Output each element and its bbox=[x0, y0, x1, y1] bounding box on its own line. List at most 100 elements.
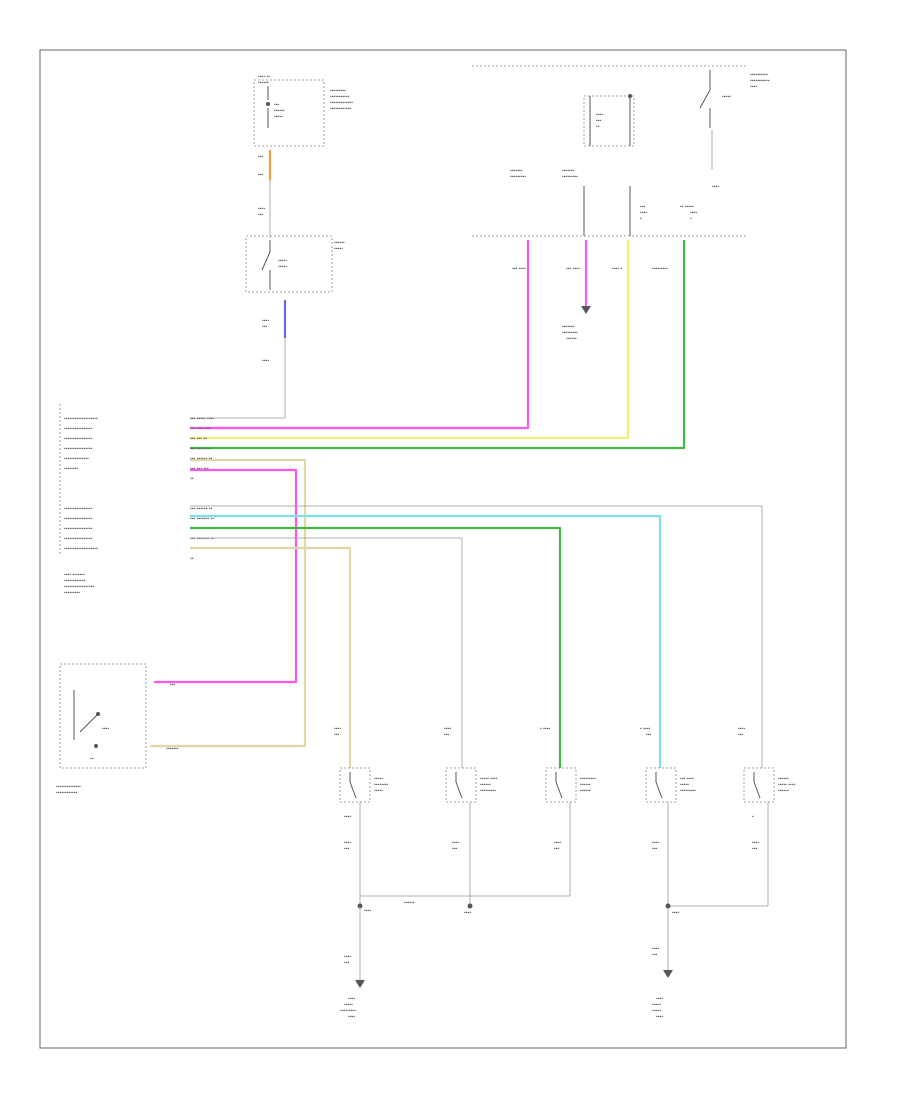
svg-text:▪▪▪▪: ▪▪▪▪ bbox=[738, 726, 745, 732]
svg-text:▪▪▪▪: ▪▪▪▪ bbox=[652, 946, 659, 952]
svg-text:▪▪▪▪: ▪▪▪▪ bbox=[640, 210, 647, 216]
svg-text:▪▪▪▪: ▪▪▪▪ bbox=[262, 318, 269, 324]
svg-text:▪▪: ▪▪ bbox=[190, 556, 194, 562]
door-switch-passenger: ▪ ▪▪▪▪ ▪▪▪▪▪▪▪▪▪ ▪▪▪▪▪▪ ▪▪▪▪▪▪ ▪▪▪▪ ▪▪▪ bbox=[540, 726, 596, 896]
svg-text:▪▪▪▪▪▪▪▪▪: ▪▪▪▪▪▪▪▪▪ bbox=[580, 776, 596, 782]
svg-text:▪▪▪▪: ▪▪▪▪ bbox=[344, 814, 351, 820]
svg-text:▪▪▪▪▪▪▪▪▪: ▪▪▪▪▪▪▪▪▪ bbox=[562, 174, 578, 180]
wire-gray-liftgate bbox=[190, 505, 763, 768]
svg-text:▪▪▪▪ ▪: ▪▪▪▪ ▪ bbox=[612, 266, 622, 272]
svg-text:▪▪▪▪▪: ▪▪▪▪▪ bbox=[278, 258, 287, 264]
svg-text:▪▪▪ ▪▪▪ ▪▪▪: ▪▪▪ ▪▪▪ ▪▪▪ bbox=[190, 466, 209, 472]
svg-text:▪▪▪▪▪▪▪▪▪▪▪: ▪▪▪▪▪▪▪▪▪▪▪ bbox=[750, 78, 770, 84]
svg-text:▪▪▪▪▪▪▪▪: ▪▪▪▪▪▪▪▪ bbox=[374, 782, 388, 788]
svg-text:▪▪▪ ▪▪▪▪: ▪▪▪ ▪▪▪▪ bbox=[680, 776, 694, 782]
svg-text:▪▪▪▪: ▪▪▪▪ bbox=[348, 1014, 355, 1020]
svg-text:▪▪▪▪▪▪▪: ▪▪▪▪▪▪▪ bbox=[166, 746, 179, 752]
svg-text:▪▪▪▪▪: ▪▪▪▪▪ bbox=[278, 264, 287, 270]
svg-text:▪▪▪▪▪▪: ▪▪▪▪▪▪ bbox=[274, 108, 285, 114]
svg-text:▪▪▪▪▪▪▪▪▪▪▪▪▪▪▪▪: ▪▪▪▪▪▪▪▪▪▪▪▪▪▪▪▪ bbox=[64, 446, 93, 452]
svg-text:▪▪▪▪▪: ▪▪▪▪▪ bbox=[652, 1002, 661, 1008]
svg-text:▪▪▪▪▪▪▪▪▪▪▪▪▪: ▪▪▪▪▪▪▪▪▪▪▪▪▪ bbox=[330, 100, 353, 106]
svg-text:▪▪▪▪: ▪▪▪▪ bbox=[452, 840, 459, 846]
svg-text:▪▪▪▪▪▪▪▪▪: ▪▪▪▪▪▪▪▪▪ bbox=[64, 590, 80, 596]
svg-text:▪▪▪▪: ▪▪▪▪ bbox=[334, 726, 341, 732]
svg-text:▪▪▪▪▪▪: ▪▪▪▪▪▪ bbox=[334, 240, 345, 246]
door-switch-rf: ▪▪▪▪ ▪▪▪ ▪▪▪▪▪ ▪▪▪▪ ▪▪▪▪▪▪ ▪▪▪▪▪▪▪▪▪ ▪▪▪… bbox=[444, 726, 498, 906]
svg-text:▪▪▪▪ ▪▪▪▪▪▪▪: ▪▪▪▪ ▪▪▪▪▪▪▪ bbox=[64, 572, 85, 578]
svg-text:▪▪▪▪: ▪▪▪▪ bbox=[554, 840, 561, 846]
svg-text:▪ ▪▪▪▪: ▪ ▪▪▪▪ bbox=[540, 726, 550, 732]
svg-text:▪▪▪▪▪▪▪▪▪▪▪▪▪▪▪▪: ▪▪▪▪▪▪▪▪▪▪▪▪▪▪▪▪ bbox=[64, 506, 93, 512]
svg-text:▪▪▪: ▪▪▪ bbox=[738, 732, 744, 738]
svg-text:▪▪▪ ▪▪▪▪▪▪▪ ▪▪: ▪▪▪ ▪▪▪▪▪▪▪ ▪▪ bbox=[190, 516, 214, 522]
svg-text:▪▪▪▪▪: ▪▪▪▪▪ bbox=[722, 94, 731, 100]
svg-text:▪▪▪▪: ▪▪▪▪ bbox=[102, 726, 109, 732]
svg-text:▪▪▪ ▪▪▪▪▪▪ ▪▪: ▪▪▪ ▪▪▪▪▪▪ ▪▪ bbox=[190, 456, 213, 462]
svg-text:▪▪▪▪▪▪▪▪▪: ▪▪▪▪▪▪▪▪▪ bbox=[562, 330, 578, 336]
svg-text:▪▪▪: ▪▪▪ bbox=[274, 102, 280, 108]
svg-text:▪▪▪▪▪▪▪▪▪▪▪▪▪▪▪▪▪▪▪: ▪▪▪▪▪▪▪▪▪▪▪▪▪▪▪▪▪▪▪ bbox=[64, 416, 98, 422]
svg-text:▪▪▪: ▪▪▪ bbox=[652, 952, 658, 958]
svg-text:▪▪▪: ▪▪▪ bbox=[258, 212, 264, 218]
svg-text:▪▪▪: ▪▪▪ bbox=[258, 172, 264, 178]
svg-text:▪▪▪: ▪▪▪ bbox=[262, 324, 268, 330]
svg-text:▪▪: ▪▪ bbox=[90, 756, 94, 762]
svg-text:▪▪▪ ▪▪▪▪: ▪▪▪ ▪▪▪▪ bbox=[512, 266, 526, 272]
svg-text:▪▪▪▪: ▪▪▪▪ bbox=[712, 184, 719, 190]
svg-text:▪▪▪▪▪▪: ▪▪▪▪▪▪ bbox=[566, 336, 577, 342]
svg-text:▪▪▪: ▪▪▪ bbox=[344, 846, 350, 852]
svg-text:▪▪▪▪▪▪▪▪▪▪: ▪▪▪▪▪▪▪▪▪▪ bbox=[750, 72, 768, 78]
svg-text:▪▪▪: ▪▪▪ bbox=[640, 204, 646, 210]
svg-text:▪▪▪▪▪ ▪▪▪▪: ▪▪▪▪▪ ▪▪▪▪ bbox=[480, 776, 498, 782]
instrument-cluster: ▪▪▪▪▪▪▪▪▪▪ ▪▪▪▪▪▪▪▪▪▪▪ ▪▪▪▪ ▪▪▪▪ ▪▪▪ ▪▪ … bbox=[472, 65, 770, 272]
svg-text:▪▪▪: ▪▪▪ bbox=[258, 154, 264, 160]
svg-text:▪▪▪▪▪▪▪: ▪▪▪▪▪▪▪ bbox=[562, 168, 575, 174]
svg-text:▪▪▪▪: ▪▪▪▪ bbox=[672, 910, 679, 916]
svg-text:▪▪▪▪: ▪▪▪▪ bbox=[656, 1014, 663, 1020]
wire-pink-main bbox=[190, 240, 530, 430]
svg-text:▪▪▪ ▪▪▪▪▪▪ ▪▪: ▪▪▪ ▪▪▪▪▪▪ ▪▪ bbox=[190, 506, 213, 512]
svg-text:▪▪▪▪: ▪▪▪▪ bbox=[596, 112, 603, 118]
splice-left: ▪▪▪▪ ▪▪▪▪▪▪ ▪▪▪▪ bbox=[357, 895, 570, 980]
svg-text:▪▪▪▪▪: ▪▪▪▪▪ bbox=[680, 782, 689, 788]
svg-text:▪▪▪▪: ▪▪▪▪ bbox=[656, 996, 663, 1002]
svg-text:▪▪▪▪: ▪▪▪▪ bbox=[344, 954, 351, 960]
svg-text:▪▪▪: ▪▪▪ bbox=[334, 732, 340, 738]
svg-text:▪▪▪▪▪▪▪▪▪: ▪▪▪▪▪▪▪▪▪ bbox=[652, 266, 668, 272]
fuse-block-area: ▪▪▪▪ ▪▪ ▪▪▪▪▪▪ ▪▪▪ ▪▪▪▪▪▪ ▪▪▪▪▪ ▪▪▪▪▪▪▪▪… bbox=[253, 74, 353, 147]
svg-text:▪▪▪▪▪▪▪: ▪▪▪▪▪▪▪ bbox=[562, 324, 575, 330]
svg-text:▪▪▪▪▪▪▪▪▪: ▪▪▪▪▪▪▪▪▪ bbox=[510, 174, 526, 180]
door-switch-lf: ▪▪▪▪ ▪▪▪ ▪▪▪▪▪ ▪▪▪▪▪▪▪▪ ▪▪▪▪▪ ▪▪▪▪ ▪▪▪▪ … bbox=[334, 726, 388, 906]
svg-text:▪▪▪▪▪▪▪▪▪▪▪▪▪▪: ▪▪▪▪▪▪▪▪▪▪▪▪▪▪ bbox=[56, 784, 81, 790]
svg-text:▪▪▪▪▪▪▪▪▪▪▪▪: ▪▪▪▪▪▪▪▪▪▪▪▪ bbox=[56, 790, 77, 796]
door-switch-lr: ▪ ▪▪▪▪ ▪▪▪ ▪▪▪ ▪▪▪▪ ▪▪▪▪▪ ▪▪▪▪▪▪▪▪▪ ▪▪▪▪… bbox=[640, 726, 696, 970]
svg-text:▪▪▪▪▪▪▪▪▪: ▪▪▪▪▪▪▪▪▪ bbox=[340, 1008, 356, 1014]
svg-text:▪▪▪▪: ▪▪▪▪ bbox=[344, 840, 351, 846]
svg-text:▪▪▪▪ ▪▪: ▪▪▪▪ ▪▪ bbox=[258, 74, 270, 80]
svg-text:▪▪▪▪▪▪▪: ▪▪▪▪▪▪▪ bbox=[510, 168, 523, 174]
wire-yellow-main bbox=[190, 240, 630, 440]
svg-text:▪▪▪▪▪▪▪▪▪▪▪▪▪▪▪▪: ▪▪▪▪▪▪▪▪▪▪▪▪▪▪▪▪ bbox=[64, 426, 93, 432]
liftgate-switch: ▪▪▪▪ ▪▪▪ ▪▪▪▪▪▪ ▪▪▪▪▪ ▪▪▪▪ ▪▪▪▪▪▪ ▪ ▪▪▪▪… bbox=[738, 726, 796, 906]
svg-text:▪▪▪▪: ▪▪▪▪ bbox=[444, 726, 451, 732]
svg-text:▪▪▪▪▪▪: ▪▪▪▪▪▪ bbox=[580, 788, 591, 794]
svg-text:▪▪▪▪▪▪: ▪▪▪▪▪▪ bbox=[580, 782, 591, 788]
svg-text:▪▪▪: ▪▪▪ bbox=[554, 846, 560, 852]
svg-text:▪▪▪▪▪▪▪▪▪▪▪▪▪▪▪▪: ▪▪▪▪▪▪▪▪▪▪▪▪▪▪▪▪ bbox=[64, 436, 93, 442]
svg-text:▪▪▪▪▪: ▪▪▪▪▪ bbox=[344, 1002, 353, 1008]
brake-switch: ▪▪▪▪▪ ▪▪▪▪▪ ▪▪▪▪▪▪ ▪▪▪▪▪ bbox=[245, 235, 345, 293]
connector-labels: ▪▪▪▪▪▪▪▪▪▪▪▪▪▪▪▪▪▪▪ ▪▪▪▪▪▪▪▪▪▪▪▪▪▪▪▪ ▪▪▪… bbox=[59, 404, 214, 596]
svg-text:▪▪▪: ▪▪▪ bbox=[752, 846, 758, 852]
svg-text:▪▪▪: ▪▪▪ bbox=[652, 846, 658, 852]
svg-text:▪▪▪▪: ▪▪▪▪ bbox=[750, 84, 757, 90]
svg-text:▪▪▪▪: ▪▪▪▪ bbox=[690, 210, 697, 216]
svg-text:▪▪▪▪▪▪▪▪▪: ▪▪▪▪▪▪▪▪▪ bbox=[680, 788, 696, 794]
wire-cyan-rr bbox=[190, 514, 662, 768]
svg-text:▪ ▪▪▪▪: ▪ ▪▪▪▪ bbox=[640, 726, 650, 732]
wire-tan-lf bbox=[190, 546, 352, 768]
svg-text:▪▪▪▪▪: ▪▪▪▪▪ bbox=[374, 788, 383, 794]
svg-text:▪▪▪▪: ▪▪▪▪ bbox=[262, 358, 269, 364]
svg-text:▪▪▪▪▪▪▪▪▪: ▪▪▪▪▪▪▪▪▪ bbox=[480, 788, 496, 794]
